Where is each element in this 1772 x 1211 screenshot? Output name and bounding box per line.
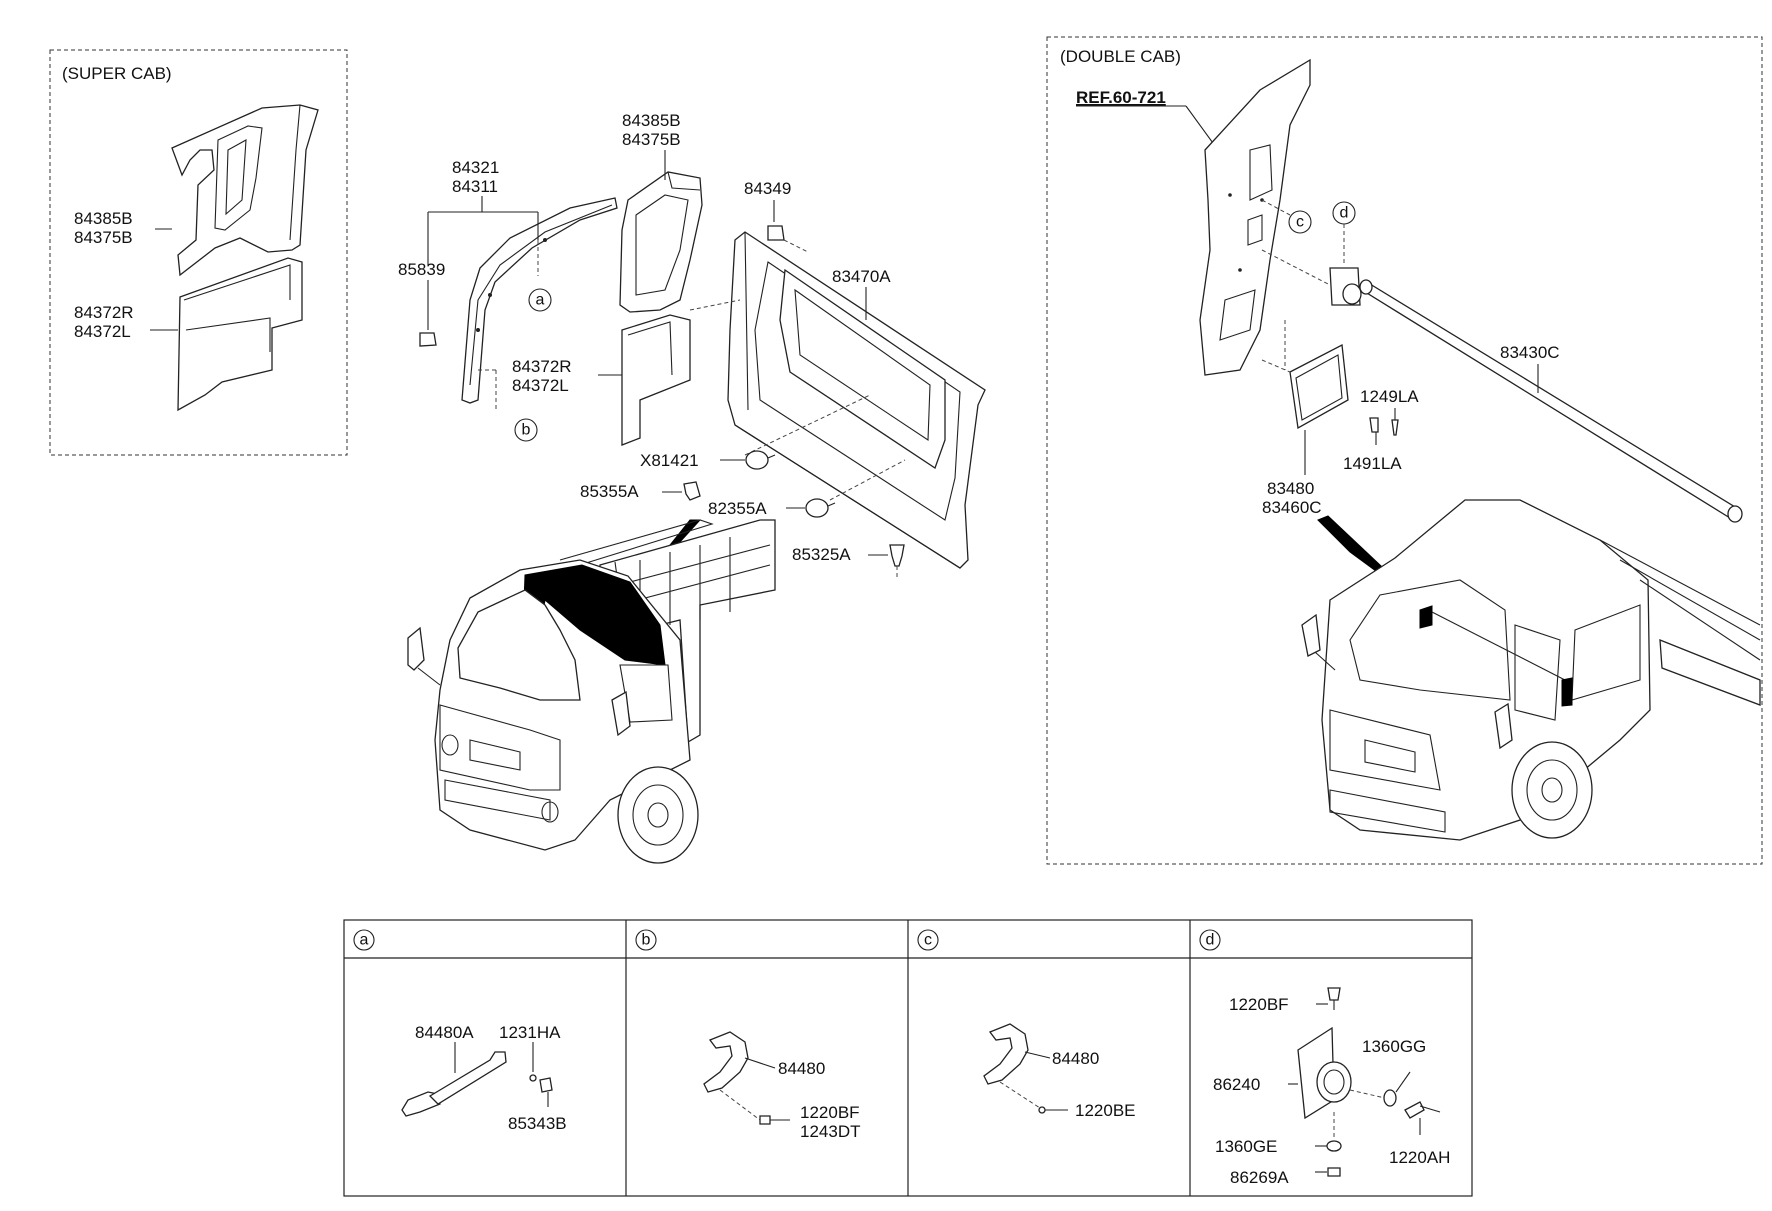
super-cab-frame (49, 49, 348, 456)
clip-x81421 (745, 450, 769, 470)
detail-cell-d: 1220BF 1360GG 86240 1360GE 1220AH 86269A (1213, 987, 1450, 1187)
super-cab-label-upper-1: 84385B (74, 209, 133, 228)
label-85343b: 85343B (508, 1114, 567, 1133)
super-cab-section: (SUPER CAB) 84385B 84375B 84372R 84372L (49, 49, 348, 456)
detail-cell-a: 84480A 1231HA 85343B (401, 1023, 567, 1133)
label-83470a: 83470A (832, 267, 891, 286)
label-d-1220bf: 1220BF (1229, 995, 1289, 1014)
detail-header-b (635, 929, 657, 951)
main-exploded-view: 84321 84311 a 85839 b 84385B 84375B 8437… (398, 111, 986, 864)
label-84349: 84349 (744, 179, 791, 198)
label-82355a: 82355A (708, 499, 767, 518)
callout-b-text: b (522, 422, 531, 439)
super-cab-upper-window (225, 139, 247, 216)
detail-header-b-text: b (642, 932, 651, 949)
label-1491la: 1491LA (1343, 454, 1402, 473)
label-84321: 84321 (452, 158, 499, 177)
label-85839: 85839 (398, 260, 445, 279)
label-lower-84372r: 84372R (512, 357, 572, 376)
label-upper-84385b: 84385B (622, 111, 681, 130)
ref-label: REF.60-721 (1076, 88, 1166, 107)
label-b-1220bf: 1220BF (800, 1103, 860, 1122)
detail-cell-c: 84480 1220BE (983, 1023, 1136, 1120)
super-cab-upper-inner (214, 125, 263, 231)
clip-85839 (419, 332, 437, 347)
label-c-1220be: 1220BE (1075, 1101, 1136, 1120)
super-cab-upper-trim (171, 104, 319, 277)
clip-82355a (805, 498, 829, 518)
label-84480a: 84480A (415, 1023, 474, 1042)
label-c-84480: 84480 (1052, 1049, 1099, 1068)
label-1231ha: 1231HA (499, 1023, 561, 1042)
detail-table: a b c d 84480A 1231HA 85343B 84480 (343, 919, 1473, 1197)
label-83480: 83480 (1267, 479, 1314, 498)
label-84311: 84311 (452, 177, 498, 196)
detail-header-c-text: c (924, 932, 932, 949)
label-x81421: X81421 (640, 451, 699, 470)
double-cab-title: (DOUBLE CAB) (1060, 47, 1181, 66)
detail-header-c (917, 929, 939, 951)
label-1249la: 1249LA (1360, 387, 1419, 406)
super-cab-lower-ridge (183, 264, 291, 301)
pillar-trim (461, 197, 618, 404)
callout-b (514, 418, 538, 442)
fastener-84349 (767, 225, 785, 241)
detail-cell-b: 84480 1220BF 1243DT (703, 1031, 860, 1141)
holder-85355a (683, 481, 701, 501)
callout-c (1288, 210, 1312, 234)
bar-83430c (1360, 283, 1742, 519)
rear-upper-trim (619, 171, 703, 313)
label-d-1360gg: 1360GG (1362, 1037, 1426, 1056)
super-cab-label-lower-2: 84372L (74, 322, 131, 341)
detail-header-d-text: d (1206, 932, 1215, 949)
label-upper-84375b: 84375B (622, 130, 681, 149)
detail-header-d (1199, 929, 1221, 951)
label-b-1243dt: 1243DT (800, 1122, 860, 1141)
label-d-1360ge: 1360GE (1215, 1137, 1277, 1156)
super-cab-label-lower-1: 84372R (74, 303, 134, 322)
label-b-84480: 84480 (778, 1059, 825, 1078)
label-83430c: 83430C (1500, 343, 1560, 362)
detail-header-a (353, 929, 375, 951)
callout-a (528, 288, 552, 312)
pillar-trim-edge (469, 204, 613, 386)
detail-header-a-text: a (360, 932, 369, 949)
label-d-86240: 86240 (1213, 1075, 1260, 1094)
label-85325a: 85325A (792, 545, 851, 564)
screw-85325a (889, 544, 905, 567)
double-cab-frame (1046, 36, 1763, 865)
callout-d-text: d (1340, 205, 1349, 222)
super-cab-label-upper-2: 84375B (74, 228, 133, 247)
double-cab-section: (DOUBLE CAB) REF.60-721 c d 83430C (1046, 36, 1763, 865)
label-d-1220ah: 1220AH (1389, 1148, 1450, 1167)
rear-lower-trim (621, 314, 691, 446)
label-lower-84372l: 84372L (512, 376, 569, 395)
callout-c-text: c (1296, 214, 1304, 231)
callout-a-text: a (536, 292, 545, 309)
super-cab-upper-edge (289, 104, 301, 241)
back-panel-window (779, 268, 946, 470)
label-83460c: 83460C (1262, 498, 1322, 517)
super-cab-lower-trim (177, 257, 303, 412)
super-cab-title: (SUPER CAB) (62, 64, 172, 83)
bracket-plate-83480 (1289, 343, 1349, 430)
super-cab-lower-contour (185, 317, 271, 352)
label-85355a: 85355A (580, 482, 639, 501)
label-d-86269a: 86269A (1230, 1168, 1289, 1187)
truck-illustration-main (407, 519, 776, 864)
truck-illustration-double (1301, 499, 1761, 841)
